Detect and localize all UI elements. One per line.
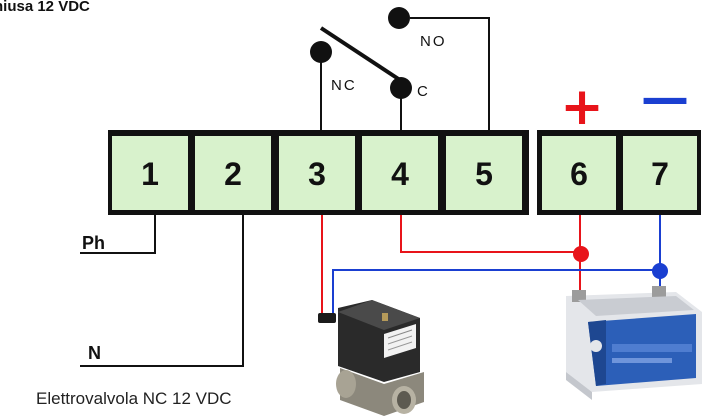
terminal-3-label: 3: [308, 156, 326, 192]
relay-switch-arm: [319, 26, 402, 82]
valve-label-plate: [384, 324, 416, 358]
battery-negative-post: [652, 286, 666, 298]
terminal-6-label: 6: [570, 156, 588, 192]
c-contact-dot: [390, 77, 412, 99]
terminal-3-cell: [279, 136, 355, 210]
relay-contacts: NO NC C: [310, 7, 490, 130]
no-wire: [410, 17, 490, 130]
terminal-2: 2: [195, 136, 271, 210]
c-label: C: [417, 83, 430, 100]
terminal-6-cell: [542, 136, 616, 210]
valve-caption: Elettrovalvola NC 12 VDC: [36, 389, 232, 408]
negative-symbol: —: [641, 70, 689, 126]
terminal-3: 3: [279, 136, 355, 210]
positive-symbol: +: [560, 77, 604, 137]
terminal-7-cell: [623, 136, 697, 210]
no-contact-dot: [388, 7, 410, 29]
terminal-block-power: 6 7: [537, 130, 701, 215]
red-wire-t4-t6: [400, 215, 583, 253]
terminal-2-cell: [195, 136, 271, 210]
terminal-1-label: 1: [141, 156, 159, 192]
terminal-5-label: 5: [475, 156, 493, 192]
neutral-label: N: [88, 343, 101, 363]
terminal-7-label: 7: [651, 156, 669, 192]
battery-positive-post: [572, 290, 586, 302]
dc-wiring: [321, 215, 668, 316]
terminal-4-label: 4: [391, 156, 409, 192]
phase-label: Ph: [82, 233, 105, 253]
nc-contact-dot: [310, 41, 332, 63]
blue-junction: [652, 263, 668, 279]
terminal-2-label: 2: [224, 156, 242, 192]
terminal-1: 1: [112, 136, 188, 210]
diagram-title: hiusa 12 VDC: [0, 0, 90, 15]
terminal-4-cell: [362, 136, 438, 210]
terminal-5-cell: [446, 136, 522, 210]
phase-wire: [80, 215, 156, 254]
nc-label: NC: [331, 77, 357, 94]
blue-wire-valve: [332, 269, 660, 316]
terminal-4: 4: [362, 136, 438, 210]
mains-wires: Ph N: [80, 215, 244, 367]
terminal-block-main: 1 2 3 4 5: [108, 130, 529, 215]
terminal-5: 5: [446, 136, 522, 210]
valve-connector: [318, 313, 336, 323]
red-junction: [573, 246, 589, 262]
car-battery-image: [566, 286, 702, 400]
no-label: NO: [420, 33, 447, 50]
neutral-wire: [80, 215, 244, 367]
solenoid-valve-image: [318, 300, 424, 416]
terminal-6: 6: [542, 136, 616, 210]
terminal-7: 7: [623, 136, 697, 210]
terminal-1-cell: [112, 136, 188, 210]
